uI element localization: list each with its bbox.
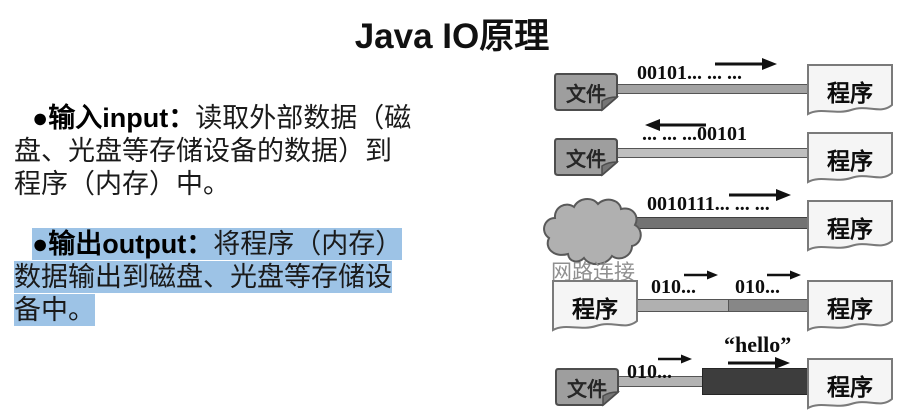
bullet-output-body: 将程序（内存）数据输出到磁盘、光盘等存储设备中。 bbox=[14, 229, 403, 325]
data-stream-label: 010... bbox=[627, 361, 672, 383]
right-arrow-icon bbox=[729, 189, 791, 201]
data-stream-label: ... ... ...00101 bbox=[642, 123, 747, 145]
program-label: 程序 bbox=[827, 297, 873, 322]
right-arrow-icon bbox=[658, 354, 692, 364]
hello-string-label: “hello” bbox=[724, 332, 792, 357]
document-icon bbox=[807, 280, 893, 332]
bullet-input-lead: ●输入input： bbox=[32, 103, 196, 133]
file-icon bbox=[555, 368, 621, 407]
pipe bbox=[702, 368, 808, 395]
program-node: 程序 bbox=[806, 357, 894, 413]
pipe bbox=[728, 299, 808, 312]
program-label: 程序 bbox=[827, 149, 873, 174]
bullet-input: ●输入input：读取外部数据（磁盘、光盘等存储设备的数据）到程序（内存）中。 bbox=[14, 102, 416, 201]
pipe bbox=[637, 299, 729, 312]
program-label: 程序 bbox=[572, 297, 618, 322]
document-icon bbox=[807, 200, 893, 252]
network-cloud-icon bbox=[543, 198, 642, 266]
program-label: 程序 bbox=[827, 217, 873, 242]
file-icon bbox=[554, 73, 620, 112]
document-icon bbox=[552, 280, 638, 332]
program-label: 程序 bbox=[827, 375, 873, 400]
data-stream-label: 010... bbox=[651, 276, 696, 298]
bullet-input-body: 读取外部数据（磁盘、光盘等存储设备的数据）到程序（内存）中。 bbox=[14, 103, 412, 199]
left-arrow-icon bbox=[645, 119, 706, 131]
file-label: 文件 bbox=[566, 84, 606, 106]
bullet-list: ●输入input：读取外部数据（磁盘、光盘等存储设备的数据）到程序（内存）中。 … bbox=[14, 102, 416, 327]
right-arrow-icon bbox=[767, 270, 801, 280]
file-node: 文件 bbox=[554, 367, 621, 407]
highlighted-text: ●输出output：将程序（内存）数据输出到磁盘、光盘等存储设备中。 bbox=[14, 228, 403, 326]
file-label: 文件 bbox=[567, 379, 607, 401]
program-node: 程序 bbox=[806, 63, 894, 119]
bullet-output: ●输出output：将程序（内存）数据输出到磁盘、光盘等存储设备中。 bbox=[14, 228, 416, 327]
right-arrow-icon bbox=[684, 270, 718, 280]
right-arrow-icon bbox=[715, 58, 777, 70]
pipe bbox=[608, 84, 810, 94]
program-node: 程序 bbox=[806, 131, 894, 187]
right-arrow-icon bbox=[728, 357, 790, 369]
bullet-output-lead: ●输出output： bbox=[32, 229, 214, 259]
file-node: 文件 bbox=[553, 137, 620, 177]
file-icon bbox=[554, 138, 620, 177]
file-label: 文件 bbox=[566, 149, 606, 171]
data-stream-label: 00101... ... ... bbox=[637, 62, 742, 84]
document-icon bbox=[807, 64, 893, 116]
file-node: 文件 bbox=[553, 72, 620, 112]
program-node: 程序 bbox=[806, 199, 894, 255]
document-icon bbox=[807, 358, 893, 410]
program-node: 程序 bbox=[806, 279, 894, 335]
document-icon bbox=[807, 132, 893, 184]
program-node: 程序 bbox=[551, 279, 639, 335]
slide-title: Java IO原理 bbox=[354, 17, 550, 56]
data-stream-label: 010... bbox=[735, 276, 780, 298]
program-label: 程序 bbox=[827, 81, 873, 106]
pipe bbox=[630, 217, 810, 229]
data-stream-label: 0010111... ... ... bbox=[647, 193, 770, 215]
pipe bbox=[608, 148, 810, 158]
